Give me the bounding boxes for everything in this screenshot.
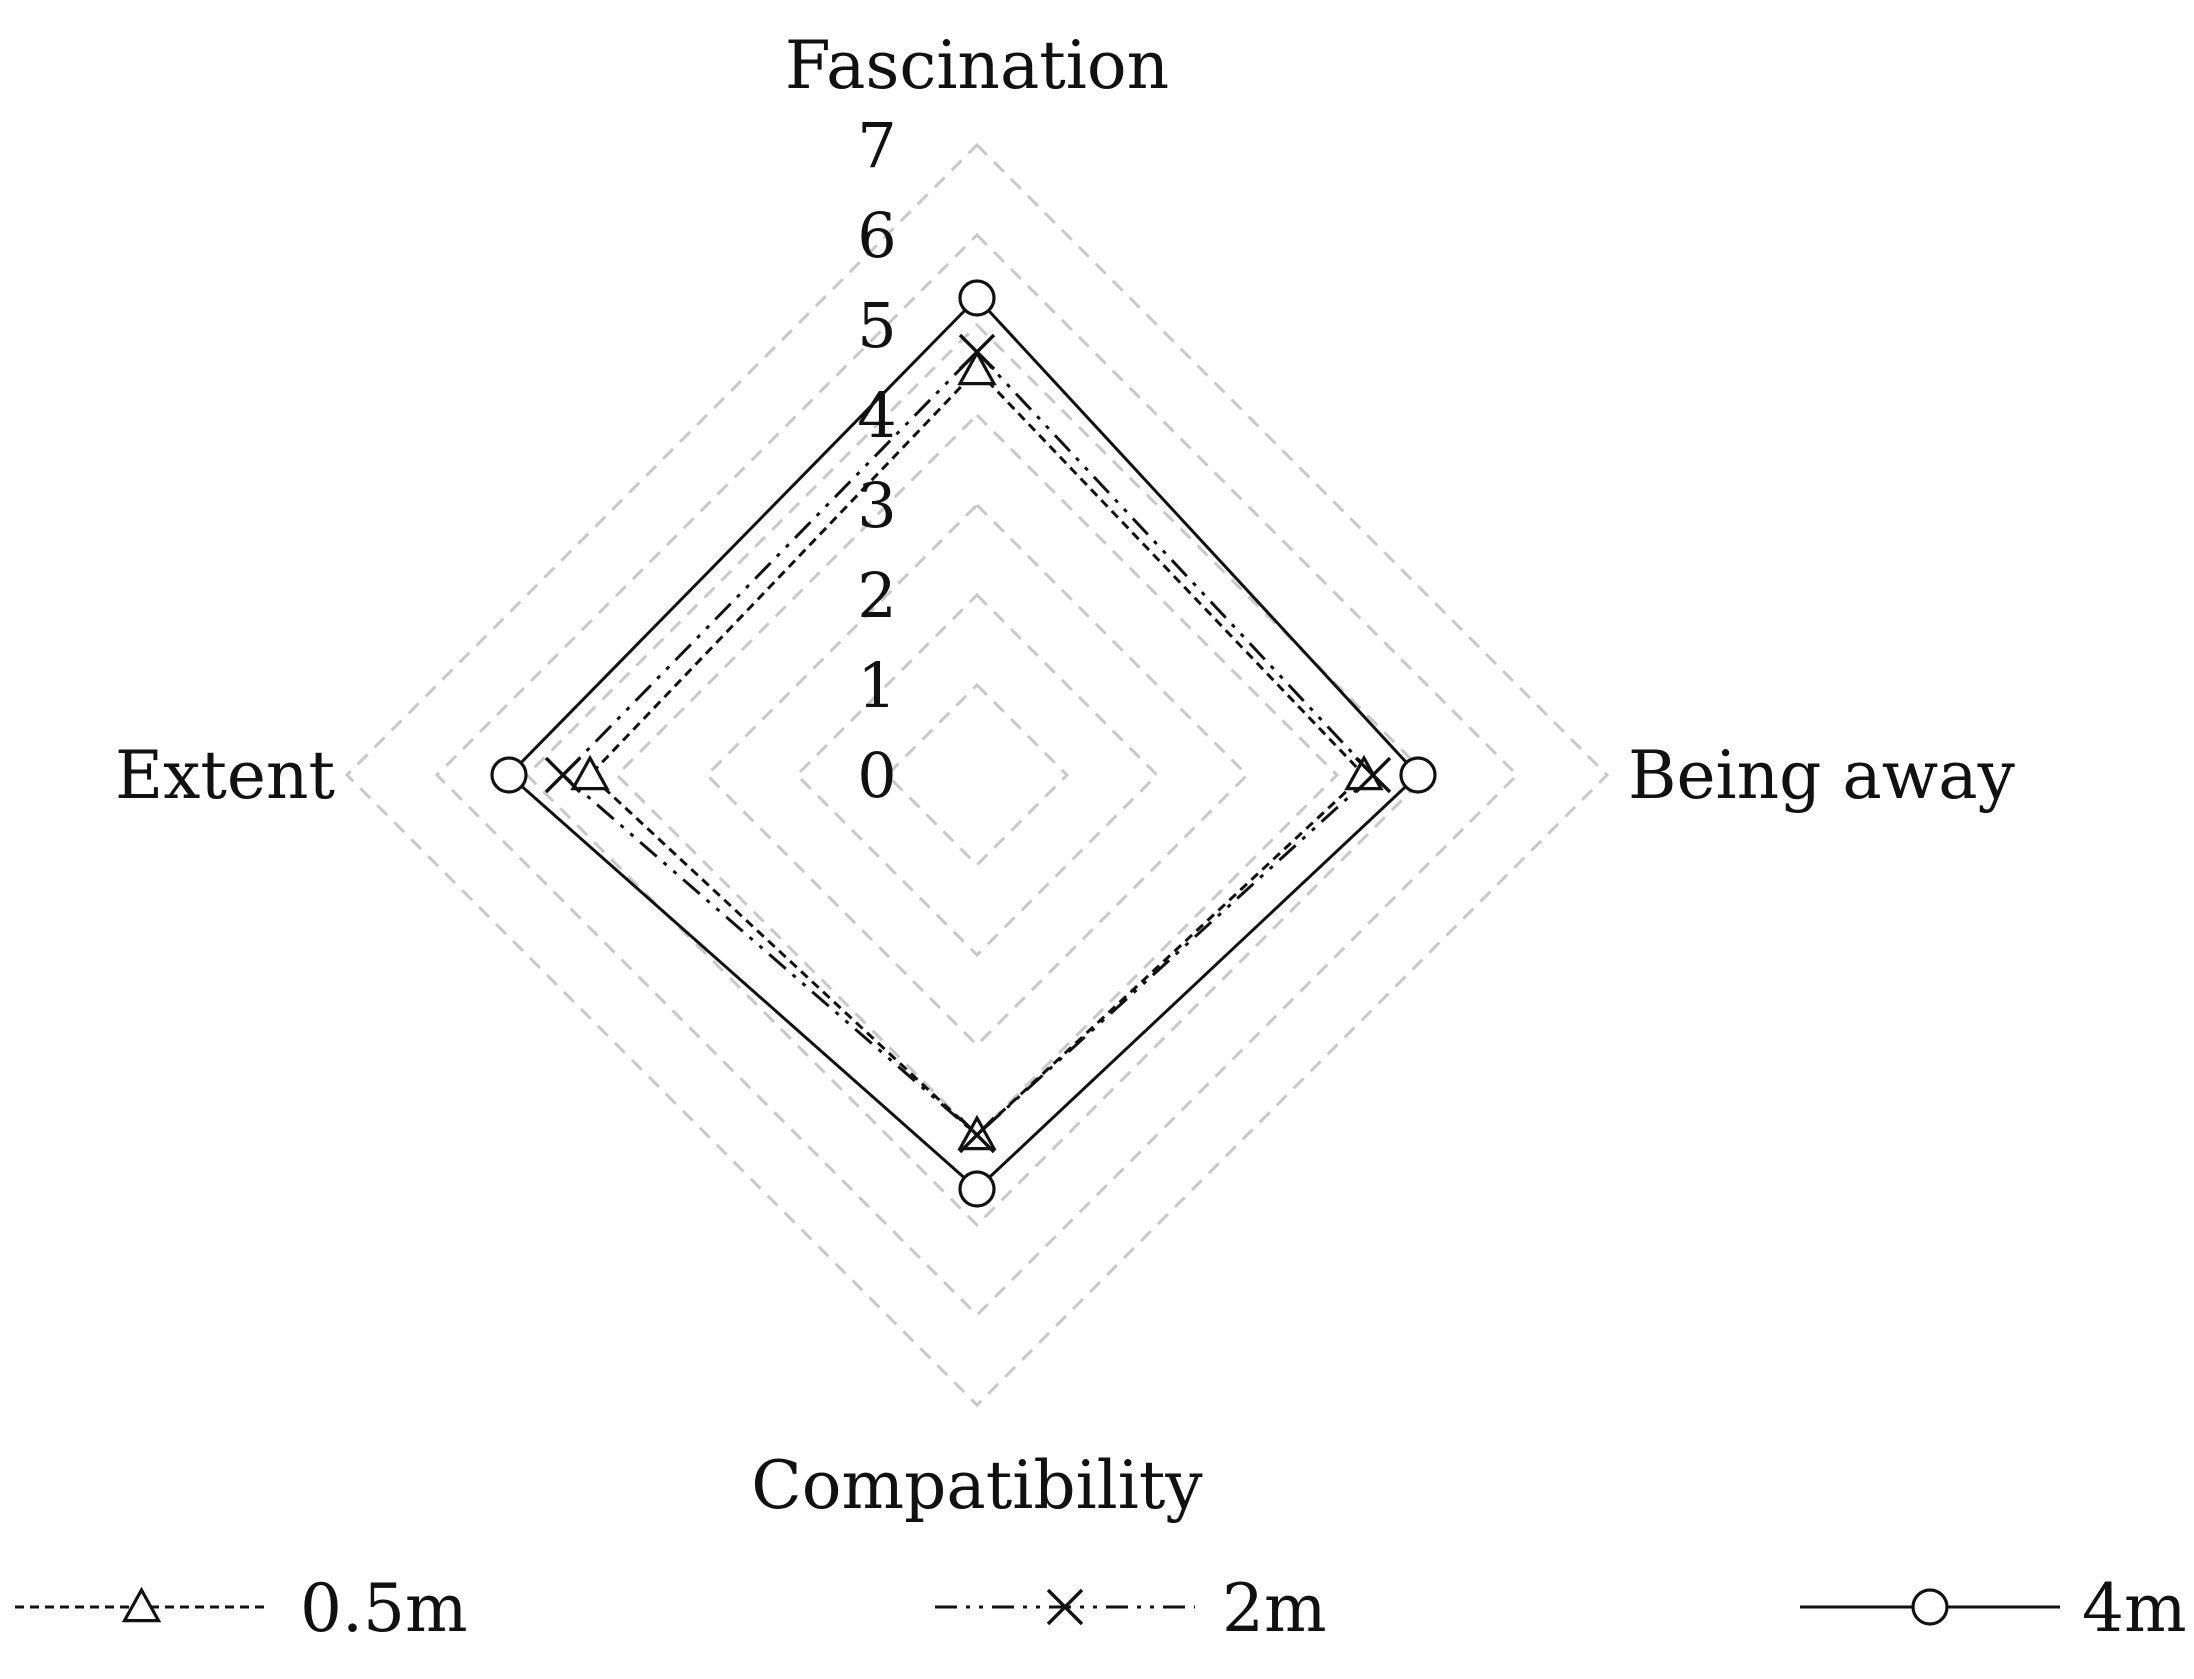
- radar-series: [490, 279, 1437, 1208]
- legend-label-2m: 2m: [1222, 1570, 1327, 1647]
- point-4m-extent: [490, 756, 528, 794]
- legend-item-4m: 4m: [1800, 1570, 2187, 1647]
- radial-tick-labels: 0 1 2 3 4 5 6 7: [857, 109, 896, 812]
- tick-label-3: 3: [857, 469, 896, 542]
- axis-label-extent: Extent: [115, 737, 335, 814]
- tick-label-5: 5: [857, 289, 896, 362]
- axis-label-compatibility: Compatibility: [751, 1447, 1203, 1524]
- legend-label-4m: 4m: [2082, 1570, 2187, 1647]
- tick-label-1: 1: [857, 649, 896, 722]
- tick-label-2: 2: [857, 559, 896, 632]
- axis-label-being-away: Being away: [1628, 737, 2016, 814]
- grid-ring-3: [704, 502, 1250, 1048]
- grid-ring-6: [434, 232, 1520, 1318]
- tick-label-7: 7: [857, 109, 896, 182]
- grid-ring-7: [344, 142, 1610, 1408]
- point-2m-fascination: [958, 333, 996, 371]
- legend-item-2m: 2m: [935, 1570, 1327, 1647]
- tick-label-0: 0: [857, 739, 896, 812]
- grid-ring-2: [794, 592, 1160, 958]
- point-2m-compatibility: [958, 1116, 996, 1154]
- legend-item-0.5m: 0.5m: [15, 1570, 468, 1647]
- grid-ring-4: [614, 412, 1340, 1138]
- series-line-0.5m: [587, 367, 1367, 1138]
- point-4m-compatibility: [958, 1170, 996, 1208]
- series-line-4m: [506, 295, 1421, 1192]
- tick-label-4: 4: [857, 379, 896, 452]
- legend-label-0.5m: 0.5m: [300, 1570, 468, 1647]
- point-2m-extent: [544, 756, 582, 794]
- point-0.5m-fascination: [957, 349, 997, 386]
- axis-labels: Fascination Being away Compatibility Ext…: [115, 27, 2016, 1524]
- point-2m-being-away: [1354, 756, 1392, 794]
- point-4m-being-away: [1399, 756, 1437, 794]
- point-4m-fascination: [958, 279, 996, 317]
- legend-marker-4m: [1911, 1588, 1949, 1626]
- grid-ring-5: [524, 322, 1430, 1228]
- series-line-2m: [560, 349, 1376, 1138]
- tick-label-6: 6: [857, 199, 896, 272]
- axis-label-fascination: Fascination: [785, 27, 1169, 104]
- legend-marker-0.5m: [121, 1586, 162, 1623]
- grid-ring-1: [884, 682, 1070, 868]
- legend: 0.5m 2m 4m: [15, 1570, 2187, 1647]
- point-0.5m-extent: [570, 754, 610, 791]
- legend-marker-2m: [1046, 1588, 1084, 1626]
